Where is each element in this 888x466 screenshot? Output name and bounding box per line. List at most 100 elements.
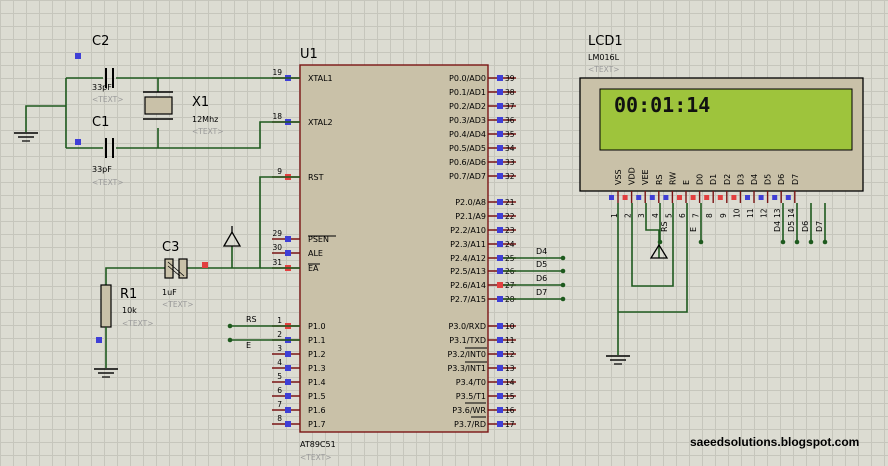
mcu-body[interactable]	[299, 64, 489, 433]
mcu-pin-name: XTAL2	[308, 118, 333, 127]
mcu-pin-name: P1.7	[308, 420, 326, 429]
mcu-left-pins: 19XTAL118XTAL29RST29PSEN30ALE31EA1P1.02P…	[272, 68, 333, 429]
mcu-pin-number: 24	[505, 240, 515, 249]
data-nets	[503, 255, 566, 302]
lcd-pin-number: 14	[787, 208, 796, 218]
mcu-pin-name: P2.7/A15	[450, 295, 486, 304]
lcd-pin-d1[interactable]: D18	[704, 174, 718, 218]
net-d6-mcu: D6	[536, 274, 547, 283]
x1-text: <TEXT>	[192, 127, 223, 136]
mcu-pin-number: 22	[505, 212, 515, 221]
mcu-pin-p1-5[interactable]: 6P1.5	[272, 386, 326, 401]
mcu-pin-p1-7[interactable]: 8P1.7	[272, 414, 326, 429]
lcd-wiring	[606, 203, 828, 365]
c1-value: 33pF	[92, 165, 112, 174]
mcu-pin-name: P0.5/AD5	[449, 144, 486, 153]
mcu-pin-name: P0.0/AD0	[449, 74, 486, 83]
mcu-pin-name: P2.4/A12	[450, 254, 486, 263]
lcd-pin-name: VSS	[614, 169, 623, 185]
mcu-pin-name: P2.2/A10	[450, 226, 486, 235]
lcd-pin-d2[interactable]: D29	[717, 174, 732, 218]
mcu-pin-p0-4-ad4[interactable]: 35 P0.4/AD4	[449, 130, 516, 139]
lcd-pin-name: RW	[668, 172, 677, 185]
mcu-pin-p1-6[interactable]: 7P1.6	[272, 400, 326, 415]
mcu-pin-name: P1.4	[308, 378, 326, 387]
net-e-mcu: E	[246, 341, 251, 350]
mcu-pin-p1-2[interactable]: 3P1.2	[272, 344, 326, 359]
mcu-pin-number: 19	[272, 68, 282, 77]
lcd-pin-d0[interactable]: D07	[690, 174, 705, 218]
mcu-pin-number: 30	[272, 243, 282, 252]
lcd-pin-name: D7	[791, 174, 800, 185]
mcu-pin-name: P1.3	[308, 364, 326, 373]
lcd-pin-rw[interactable]: RW5	[663, 172, 677, 218]
mcu-pin-name: P3.4/T0	[456, 378, 486, 387]
x1-value: 12Mhz	[192, 115, 218, 124]
mcu-pin-name: P3.2/INT0	[447, 350, 486, 359]
lcd-pin-rs[interactable]: RS4	[649, 174, 664, 218]
mcu-pin-p1-3[interactable]: 4P1.3	[272, 358, 326, 373]
mcu-pin-p2-3-a11[interactable]: 24 P2.3/A11	[450, 240, 516, 249]
lcd-pin-number: 13	[773, 208, 782, 218]
mcu-pin-name: EA	[308, 264, 319, 273]
lcd-text: <TEXT>	[588, 65, 619, 74]
lcd-pin-e[interactable]: E6	[677, 180, 691, 218]
mcu-pin-name: P3.5/T1	[456, 392, 486, 401]
mcu-pin-number: 14	[505, 378, 515, 387]
lcd-pin-d7[interactable]: D7 14	[785, 174, 800, 218]
net-d5-mcu: D5	[536, 260, 547, 269]
c1-ref: C1	[92, 115, 109, 130]
lcd-pin-name: D2	[723, 174, 732, 185]
lcd-pin-name: D3	[736, 174, 745, 185]
mcu-pin-name: RST	[308, 173, 324, 182]
mcu-pin-name: P0.7/AD7	[449, 172, 486, 181]
mcu-pin-name: P0.4/AD4	[449, 130, 486, 139]
mcu-pin-name: P1.5	[308, 392, 326, 401]
lcd-part: LM016L	[588, 53, 620, 62]
mcu-pin-p3-4-t0[interactable]: 14 P3.4/T0	[456, 378, 516, 387]
c2-value: 33pF	[92, 83, 112, 92]
mcu-pin-number: 35	[505, 130, 515, 139]
c1-text: <TEXT>	[92, 178, 123, 187]
net-d7-lcd: D7	[815, 221, 824, 232]
mcu-pin-number: 21	[505, 198, 515, 207]
net-rs-lcd: RS	[660, 221, 669, 232]
lcd-pin-name: VEE	[641, 169, 650, 185]
control-nets	[227, 323, 300, 343]
lcd-ref: LCD1	[588, 34, 623, 49]
mcu-pin-number: 5	[277, 372, 282, 381]
r1-text: <TEXT>	[122, 319, 153, 328]
mcu-pin-name: P2.3/A11	[450, 240, 486, 249]
lcd-pin-name: E	[682, 180, 691, 185]
mcu-pin-p1-4[interactable]: 5P1.4	[272, 372, 326, 387]
mcu-pin-number: 4	[277, 358, 282, 367]
net-d7-mcu: D7	[536, 288, 547, 297]
mcu-pin-number: 31	[272, 258, 282, 267]
